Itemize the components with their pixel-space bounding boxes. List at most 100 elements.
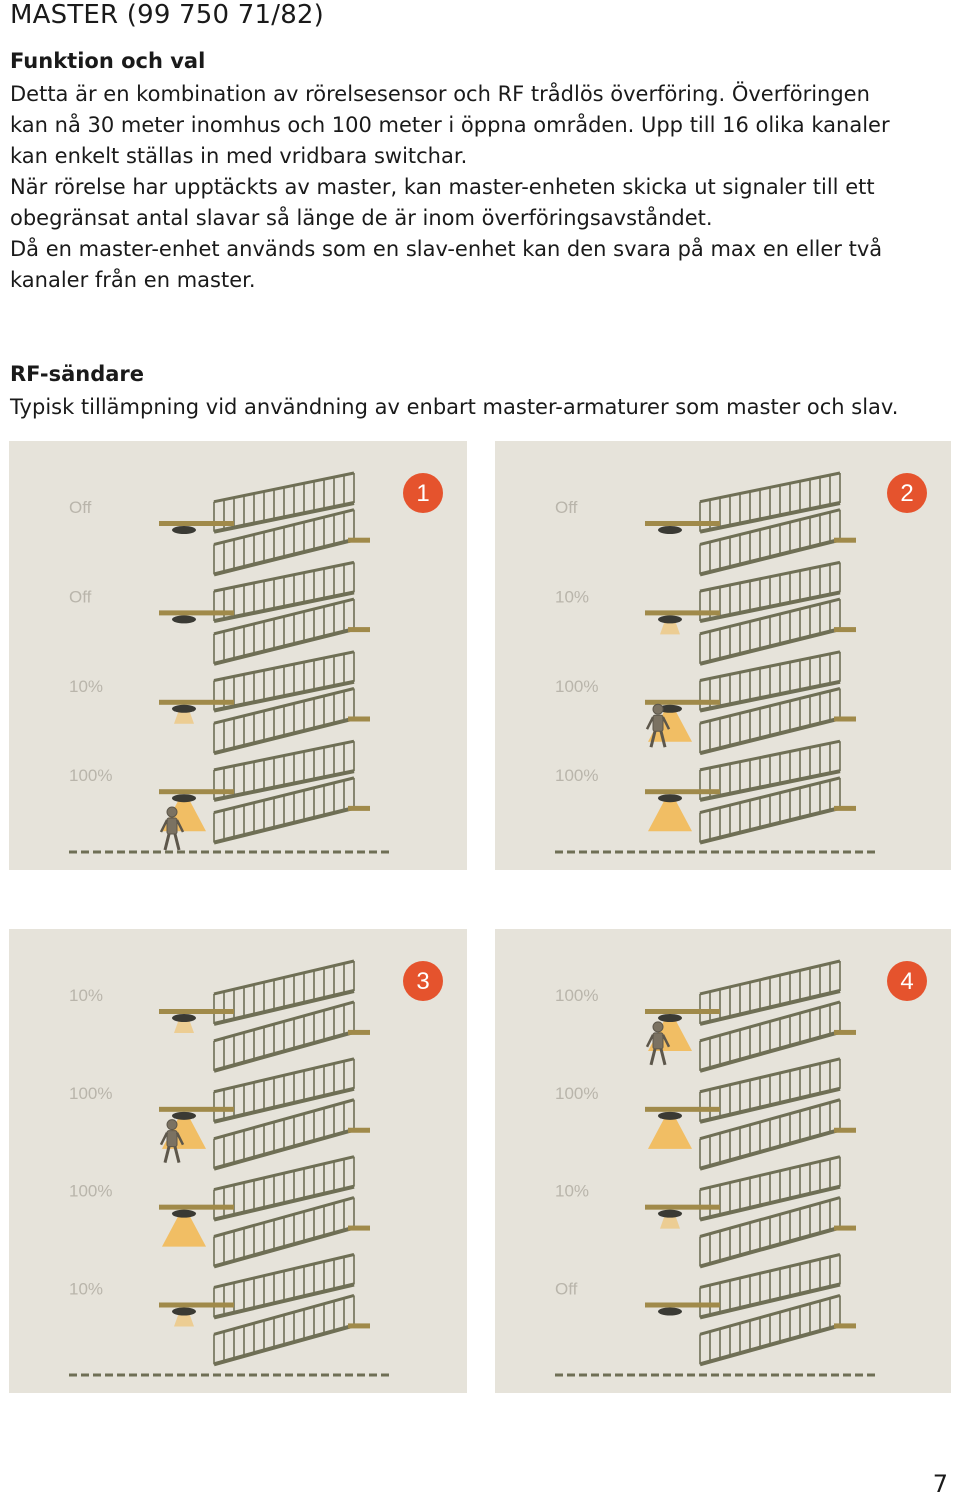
stair-stringer bbox=[699, 1127, 841, 1171]
section-body-rf: Typisk tillämpning vid användning av enb… bbox=[10, 392, 950, 423]
text-line: Då en master-enhet används som en slav-e… bbox=[10, 237, 883, 261]
text-line: När rörelse har upptäckts av master, kan… bbox=[10, 175, 875, 199]
light-beam bbox=[648, 799, 692, 832]
floor-landing bbox=[645, 521, 720, 526]
floor-landing bbox=[159, 1106, 234, 1112]
light-beam bbox=[174, 709, 194, 724]
step-number-badge bbox=[403, 473, 443, 513]
person-leg bbox=[163, 1146, 171, 1164]
person-leg bbox=[659, 730, 667, 748]
sensor-luminaire bbox=[172, 1307, 196, 1316]
stair-stringer bbox=[213, 1127, 355, 1171]
text-line: Detta är en kombination av rörelsesensor… bbox=[10, 82, 870, 106]
stair-drawing: 10%100%100%10%3 bbox=[69, 959, 443, 1377]
stair-stringer bbox=[213, 590, 355, 624]
page-number: 7 bbox=[932, 1470, 948, 1498]
person-arm bbox=[645, 1034, 655, 1048]
step-number-label: 4 bbox=[900, 968, 913, 995]
light-level-label: 100% bbox=[69, 766, 112, 785]
mid-landing bbox=[834, 716, 856, 722]
mid-landing bbox=[348, 716, 370, 722]
person-leg bbox=[649, 1048, 657, 1066]
sensor-luminaire bbox=[658, 1111, 682, 1120]
stair-stringer bbox=[699, 590, 841, 624]
sensor-luminaire bbox=[658, 526, 682, 534]
person-arm bbox=[661, 1034, 671, 1048]
floor-landing bbox=[645, 1009, 720, 1014]
light-level-label: 10% bbox=[69, 677, 103, 696]
stair-stringer bbox=[213, 627, 355, 666]
person-arm bbox=[175, 819, 185, 833]
person-figure bbox=[645, 703, 671, 748]
stair-stringer bbox=[699, 1029, 841, 1073]
step-number-label: 3 bbox=[416, 968, 429, 995]
floor-landing bbox=[159, 1302, 234, 1308]
floor-landing bbox=[159, 610, 234, 616]
stair-stringer bbox=[699, 537, 841, 577]
light-level-label: 100% bbox=[555, 986, 598, 1005]
text-line: Typisk tillämpning vid användning av enb… bbox=[10, 395, 899, 419]
mid-landing bbox=[348, 1225, 370, 1231]
light-beam bbox=[174, 1312, 194, 1327]
light-level-label: 10% bbox=[69, 986, 103, 1005]
light-level-label: Off bbox=[555, 498, 578, 517]
light-level-label: 10% bbox=[555, 1182, 589, 1201]
person-leg bbox=[649, 730, 657, 748]
light-beam bbox=[648, 709, 692, 742]
sensor-luminaire bbox=[658, 1209, 682, 1218]
mid-landing bbox=[348, 1323, 370, 1329]
mid-landing bbox=[834, 627, 856, 633]
section-body-funktion: Detta är en kombination av rörelsesensor… bbox=[10, 79, 950, 296]
step-number-badge bbox=[403, 961, 443, 1001]
person-figure bbox=[159, 1119, 185, 1164]
mid-landing bbox=[834, 1029, 856, 1035]
stair-handrail bbox=[699, 1253, 841, 1289]
person-arm bbox=[645, 716, 655, 730]
mid-landing bbox=[834, 537, 856, 543]
light-beam bbox=[174, 1019, 194, 1033]
floor-landing bbox=[645, 1106, 720, 1112]
person-arm bbox=[175, 1132, 185, 1146]
stair-stringer bbox=[213, 1086, 355, 1124]
light-level-label: 100% bbox=[555, 1084, 598, 1103]
person-leg bbox=[163, 833, 171, 851]
sensor-luminaire bbox=[172, 704, 196, 713]
mid-landing bbox=[348, 805, 370, 811]
person-arm bbox=[661, 716, 671, 730]
floor-landing bbox=[645, 699, 720, 705]
mid-landing bbox=[834, 1127, 856, 1133]
step-number-label: 1 bbox=[416, 480, 429, 507]
floor-landing bbox=[159, 789, 234, 795]
floor-landing bbox=[159, 699, 234, 705]
light-level-label: Off bbox=[69, 498, 92, 517]
person-figure bbox=[645, 1021, 671, 1066]
stair-stringer bbox=[213, 1029, 355, 1073]
step-number-badge bbox=[887, 961, 927, 1001]
sensor-luminaire bbox=[658, 704, 682, 713]
light-beam bbox=[162, 1214, 206, 1247]
floor-landing bbox=[645, 610, 720, 616]
text-line: kanaler från en master. bbox=[10, 268, 256, 292]
person-head bbox=[652, 1021, 664, 1033]
sensor-luminaire bbox=[172, 1209, 196, 1218]
sensor-luminaire bbox=[172, 794, 196, 803]
person-figure bbox=[159, 806, 185, 851]
stair-handrail bbox=[213, 1000, 355, 1043]
light-beam bbox=[660, 1214, 680, 1229]
sensor-luminaire bbox=[172, 1111, 196, 1120]
light-level-label: 100% bbox=[69, 1084, 112, 1103]
mid-landing bbox=[834, 1225, 856, 1231]
stair-handrail bbox=[699, 1293, 841, 1336]
stair-handrail bbox=[213, 1253, 355, 1289]
mid-landing bbox=[348, 1127, 370, 1133]
mid-landing bbox=[834, 805, 856, 811]
mid-landing bbox=[348, 627, 370, 633]
person-body bbox=[166, 817, 178, 835]
sensor-luminaire bbox=[172, 526, 196, 534]
light-level-label: Off bbox=[69, 587, 92, 606]
